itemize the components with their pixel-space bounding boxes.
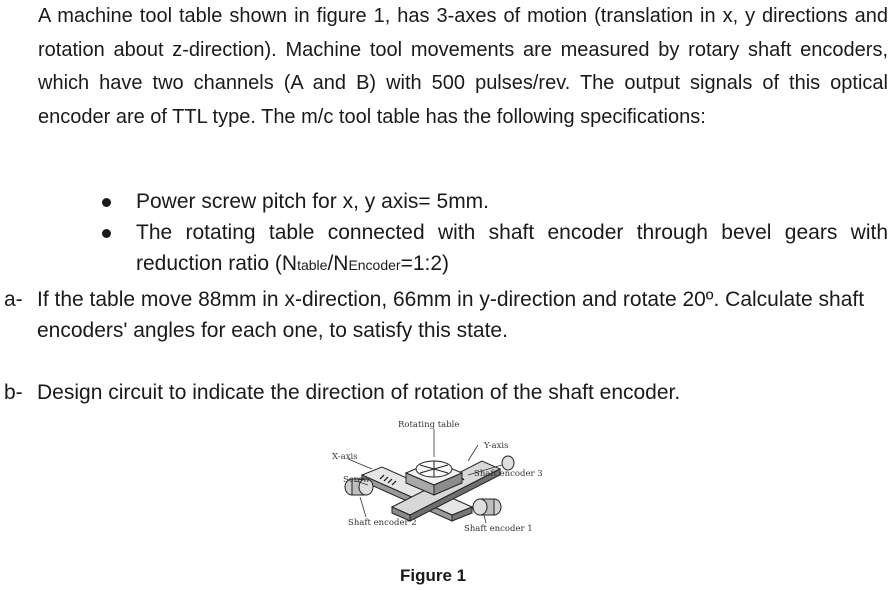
question-a: a- If the table move 88mm in x-direction… [4, 284, 884, 348]
subscript-table: table [297, 257, 328, 273]
question-b-text: Design circuit to indicate the direction… [37, 381, 681, 404]
figure-caption: Figure 1 [400, 566, 467, 585]
machine-table-drawing: Rotating table Y-axis X-axis Screw Shaft… [332, 420, 543, 534]
label-y-axis: Y-axis [483, 441, 509, 451]
question-a-text: If the table move 88mm in x-direction, 6… [37, 288, 865, 342]
spec-pitch-text: Power screw pitch for x, y axis= 5mm. [136, 190, 490, 213]
spec-ratio-slash: /N [327, 252, 349, 275]
bullet-icon [102, 229, 111, 238]
question-a-marker: a- [4, 288, 23, 311]
specification-list: Power screw pitch for x, y axis= 5mm. Th… [100, 186, 888, 281]
question-b-marker: b- [4, 381, 23, 404]
spec-item-pitch: Power screw pitch for x, y axis= 5mm. [100, 186, 888, 217]
intro-paragraph: A machine tool table shown in figure 1, … [38, 5, 888, 128]
label-shaft-encoder-3: Shaft encoder 3 [474, 469, 543, 479]
machine-table-figure: Rotating table Y-axis X-axis Screw Shaft… [322, 415, 548, 543]
spec-ratio-text: The rotating table connected with shaft … [136, 221, 888, 275]
label-rotating-table: Rotating table [398, 420, 459, 430]
label-screw: Screw [343, 475, 371, 485]
label-shaft-encoder-1: Shaft encoder 1 [464, 524, 533, 534]
bullet-icon [102, 198, 111, 207]
question-b: b- Design circuit to indicate the direct… [4, 377, 884, 409]
leader-lines [347, 429, 503, 524]
rotating-table-disk [415, 460, 453, 478]
subscript-encoder: Encoder [348, 257, 401, 273]
spec-item-gear-ratio: The rotating table connected with shaft … [100, 217, 888, 281]
spec-ratio-end: =1:2) [400, 252, 450, 275]
label-x-axis: X-axis [332, 452, 358, 462]
label-shaft-encoder-2: Shaft encoder 2 [348, 518, 417, 528]
